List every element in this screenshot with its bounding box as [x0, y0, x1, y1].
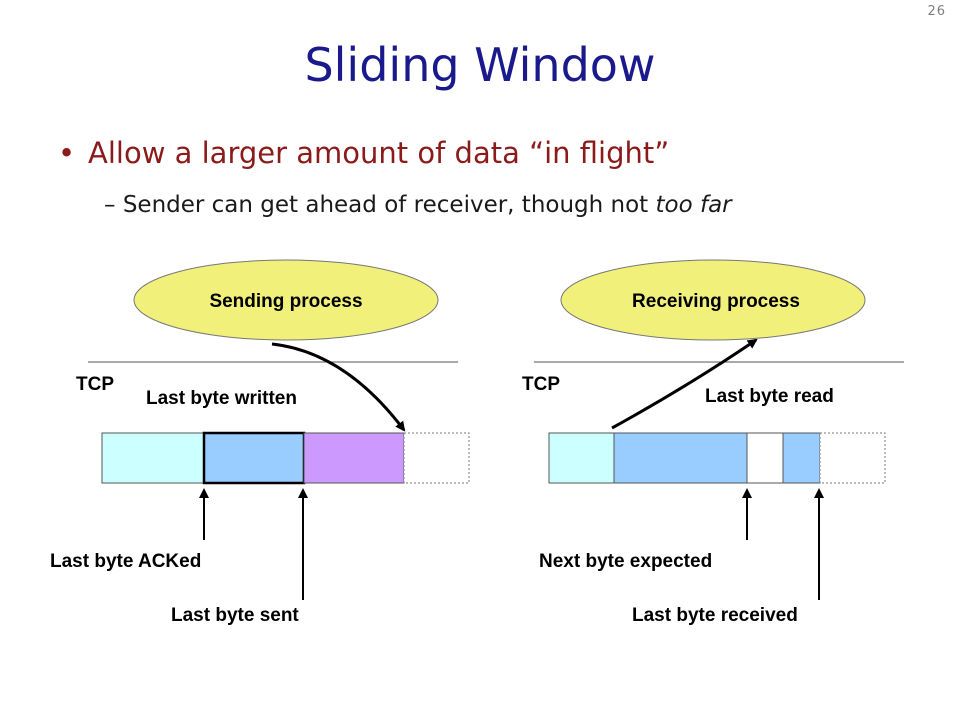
- subbullet-item: – Sender can get ahead of receiver, thou…: [104, 192, 732, 218]
- subbullet-emphasis: too far: [655, 192, 732, 218]
- receiving-process-ellipse: [560, 259, 866, 341]
- receiver-gap-segment: [746, 432, 784, 484]
- last-byte-received-label: Last byte received: [632, 605, 798, 626]
- sender-empty-segment: [403, 432, 470, 484]
- bullet-text: Allow a larger amount of data “in flight…: [88, 136, 670, 170]
- receiver-empty-segment: [819, 432, 886, 484]
- receiving-process-label: Receiving process: [632, 291, 800, 312]
- read-arrow: [611, 338, 758, 430]
- write-arrow: [271, 342, 406, 432]
- sending-process-label: Sending process: [209, 291, 362, 312]
- receiver-received-segment: [613, 432, 748, 484]
- subbullet-marker: –: [104, 192, 116, 218]
- receiver-tcp-label: TCP: [522, 374, 560, 395]
- next-byte-expected-label: Next byte expected: [539, 551, 712, 572]
- bullet-item: • Allow a larger amount of data “in fligh…: [58, 136, 669, 170]
- subbullet-text: Sender can get ahead of receiver, though…: [122, 192, 656, 218]
- last-byte-written-label: Last byte written: [146, 388, 297, 409]
- slide-title: Sliding Window: [304, 38, 656, 92]
- receiver-read-segment: [548, 432, 615, 484]
- sender-sent-segment: [202, 431, 306, 485]
- last-byte-acked-label: Last byte ACKed: [50, 551, 201, 572]
- sending-process-ellipse: [133, 259, 439, 341]
- last-byte-sent-label: Last byte sent: [171, 605, 299, 626]
- last-byte-read-label: Last byte read: [705, 386, 834, 407]
- sender-acked-segment: [101, 432, 205, 484]
- receiver-out-of-order-segment: [782, 432, 821, 484]
- sender-written-segment: [303, 432, 405, 484]
- slide-number: 26: [927, 4, 946, 19]
- sender-tcp-label: TCP: [76, 374, 114, 395]
- bullet-marker: •: [58, 136, 76, 170]
